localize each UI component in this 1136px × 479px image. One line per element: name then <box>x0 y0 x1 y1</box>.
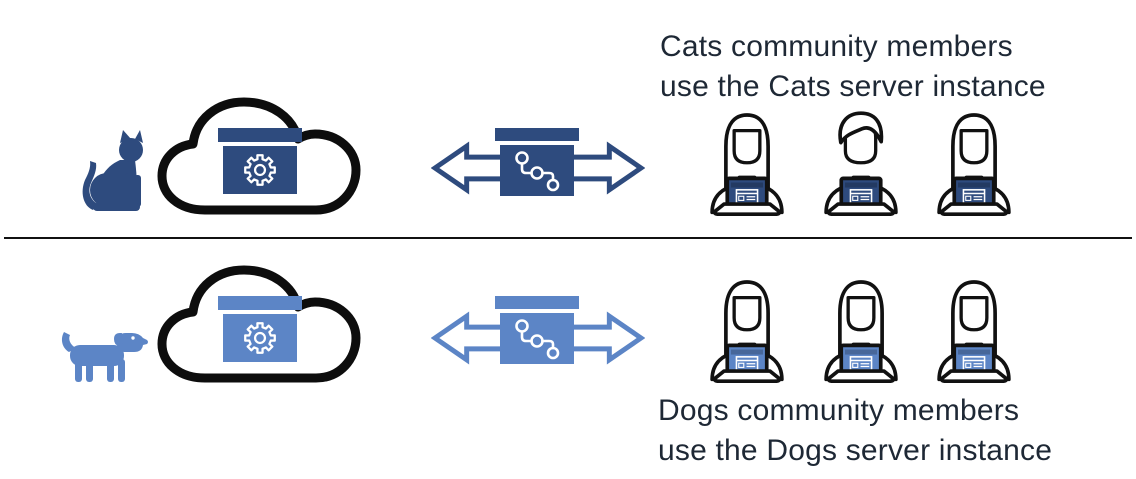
cats-member-3-icon <box>928 104 1020 216</box>
dogs-member-1-icon <box>701 271 793 383</box>
dogs-member-2-icon <box>815 271 907 383</box>
dogs-member-3-icon <box>928 271 1020 383</box>
dogs-repository-box-icon <box>495 296 579 364</box>
cats-cloud-server-icon <box>148 82 370 222</box>
cats-member-2-icon <box>815 104 907 216</box>
cats-caption: Cats community members use the Cats serv… <box>660 27 1046 107</box>
dogs-caption: Dogs community members use the Dogs serv… <box>658 391 1052 471</box>
dogs-cloud-server-icon <box>148 250 370 390</box>
cats-repository-box-icon <box>495 128 579 196</box>
cats-caption-line2: use the Cats server instance <box>660 70 1046 103</box>
cats-sync-arrows-icon <box>431 140 645 196</box>
cats-caption-line1: Cats community members <box>660 30 1013 63</box>
dogs-caption-line2: use the Dogs server instance <box>658 434 1053 467</box>
cat-icon <box>80 129 150 214</box>
dogs-caption-line1: Dogs community members <box>658 394 1020 427</box>
dog-icon <box>57 328 149 386</box>
dogs-sync-arrows-icon <box>431 310 645 366</box>
cats-member-1-icon <box>701 104 793 216</box>
row-divider-line <box>4 237 1132 239</box>
